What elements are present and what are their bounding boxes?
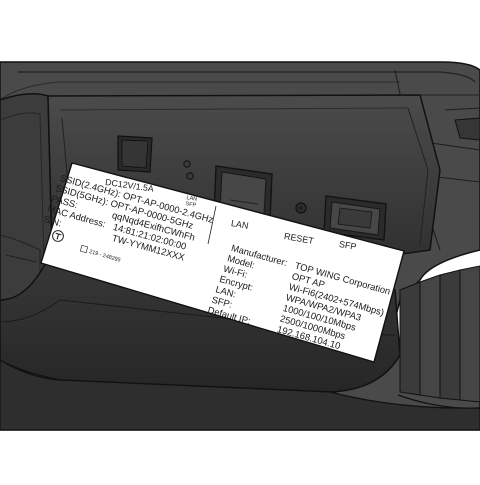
sfp-led: [186, 172, 194, 180]
sfp-port: [323, 195, 387, 241]
small-r-icon: [79, 244, 89, 254]
lan-led: [183, 160, 191, 168]
housing-bottom: [0, 359, 480, 431]
dc-jack: [117, 135, 153, 173]
label-sticker: [40, 162, 405, 363]
certification-mark-icon: [52, 230, 64, 242]
